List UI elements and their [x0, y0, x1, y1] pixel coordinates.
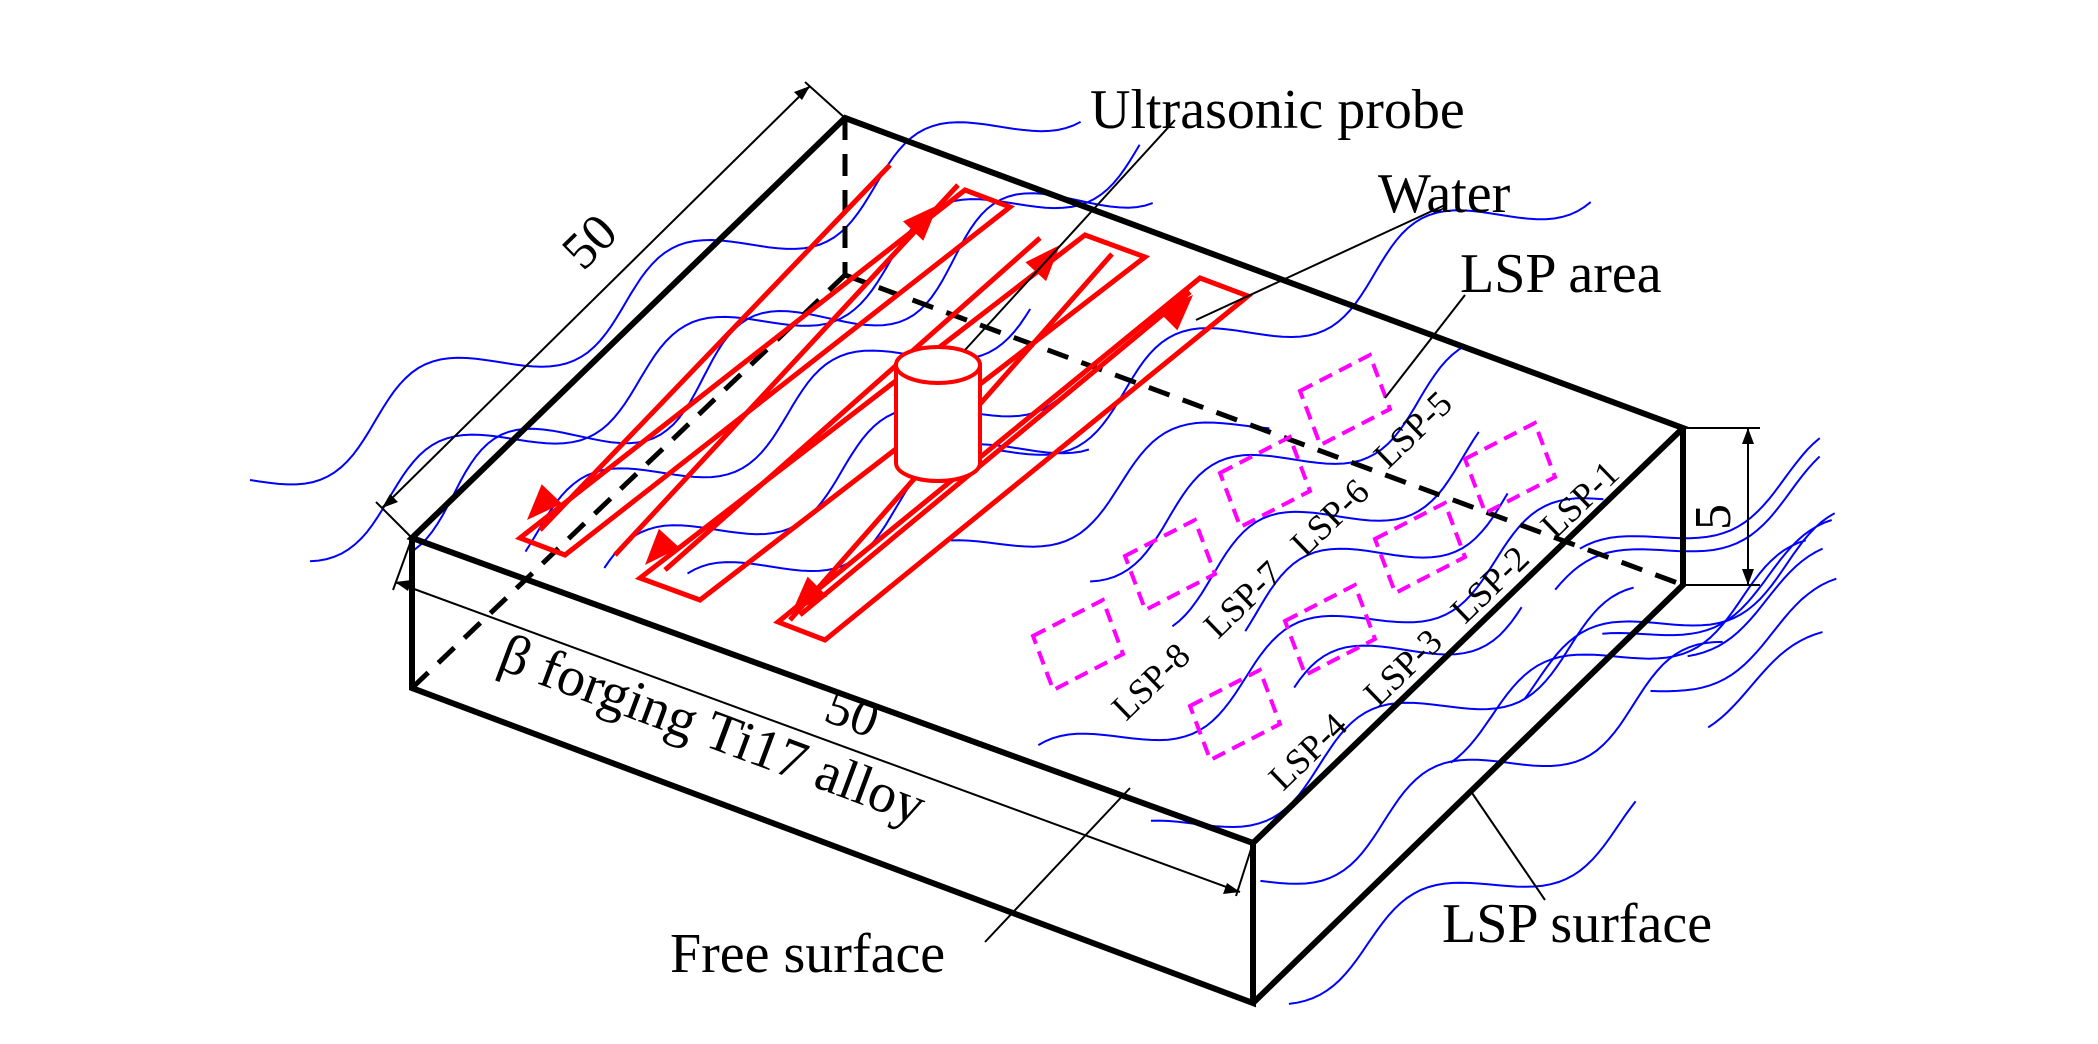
scan-arrow	[792, 576, 828, 612]
dim-length-line	[381, 85, 811, 509]
lsp-square	[1030, 597, 1126, 693]
dim-arrow	[382, 494, 398, 508]
water-wave	[1000, 201, 1592, 456]
dim-arrow	[1742, 569, 1754, 585]
scan-arrow	[1157, 295, 1193, 331]
lsp-square	[1297, 352, 1393, 448]
dim-length-text: 50	[551, 203, 628, 280]
scan-loop	[634, 232, 1151, 603]
scan-line	[538, 163, 892, 532]
lsp-square	[1372, 500, 1468, 596]
scan-line	[613, 183, 960, 557]
scan-line	[663, 236, 1042, 572]
leader-lines	[964, 119, 1546, 943]
water-wave	[1293, 606, 1523, 689]
lsp-square	[1217, 434, 1313, 530]
water-wave	[309, 144, 1141, 563]
water-wave	[1037, 497, 1604, 746]
water-wave	[413, 192, 1154, 551]
leader-water	[1195, 204, 1446, 321]
lsp-squares	[1030, 352, 1558, 763]
scan-arrow	[527, 484, 562, 520]
water-wave	[1554, 455, 1821, 591]
ultrasonic-probe-cylinder	[894, 345, 982, 483]
scan-arrow	[645, 528, 680, 565]
cylinder-body	[894, 363, 982, 483]
scan-loop	[514, 187, 1016, 558]
dim-length-ext-top	[804, 81, 846, 119]
dim-arrow	[1742, 428, 1754, 444]
water-wave	[687, 443, 1090, 575]
water-wave	[1150, 586, 1634, 829]
water-wave	[1288, 800, 1637, 1005]
dim-width-ext-right	[1235, 842, 1254, 897]
scan-arrow	[903, 205, 938, 241]
dim-arrow	[395, 580, 412, 591]
scan-line	[798, 290, 1192, 617]
dim-arrow	[794, 86, 810, 100]
dim-thickness-text: 5	[1685, 504, 1742, 530]
dimension-arrows	[382, 86, 1754, 894]
water-wave	[1687, 547, 1824, 658]
water-wave	[1523, 512, 1836, 700]
label-free-surface: Free surface	[670, 923, 945, 985]
water-wave	[950, 421, 1270, 548]
water-waves	[249, 121, 1837, 1005]
leader-ultrasonic-probe	[964, 119, 1176, 351]
label-lsp-surface: LSP surface	[1442, 893, 1712, 955]
scan-loop	[773, 275, 1253, 643]
lsp-square	[1122, 517, 1218, 613]
front-face	[409, 538, 1256, 1008]
dim-length-ext-bottom	[375, 501, 413, 539]
lsp-label-lsp-8: LSP-8	[1104, 635, 1198, 728]
dim-width-ext-left	[392, 537, 413, 591]
water-wave	[1707, 631, 1823, 729]
ultrasonic-scan-path	[514, 163, 1253, 643]
hidden-edge-back-right	[844, 272, 1684, 588]
water-wave	[1650, 577, 1837, 693]
cylinder-top	[894, 345, 982, 385]
water-wave	[1602, 519, 1833, 637]
label-lsp-area: LSP area	[1460, 243, 1662, 305]
hidden-edge-back-left	[410, 273, 847, 690]
water-wave	[249, 121, 1082, 486]
leader-free-surface	[984, 787, 1131, 943]
block-hidden-edges	[410, 118, 1684, 690]
leader-lsp-area	[1384, 294, 1466, 399]
label-water: Water	[1378, 163, 1511, 225]
lsp-square	[1462, 420, 1558, 516]
water-wave	[1260, 640, 1723, 885]
lsp-square	[1187, 667, 1283, 763]
dim-arrow	[1223, 883, 1240, 894]
dim-width-line	[394, 581, 1241, 893]
lsp-label-lsp-7: LSP-7	[1196, 553, 1290, 646]
water-wave	[1579, 437, 1821, 550]
water-wave	[1244, 492, 1509, 632]
leader-lsp-surface	[1469, 789, 1546, 901]
lsp-label-lsp-5: LSP-5	[1366, 383, 1460, 476]
dimension-lines	[375, 81, 1760, 897]
lsp-square	[1282, 582, 1378, 678]
label-ultrasonic-probe: Ultrasonic probe	[1090, 79, 1465, 141]
